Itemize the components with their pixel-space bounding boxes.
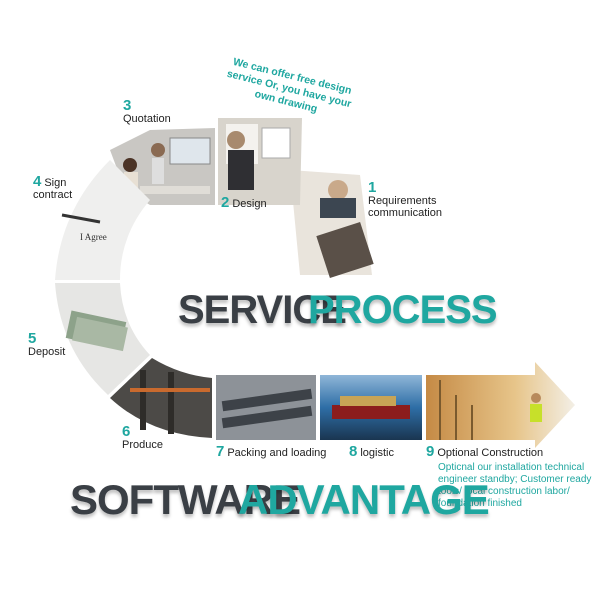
step-6-label: 6 Produce <box>122 423 163 451</box>
step-1-line2: communication <box>368 207 442 219</box>
step-7-text: Packing and loading <box>227 447 327 459</box>
step-4-line1: Sign <box>44 177 67 189</box>
software-title: SOFTWARE <box>70 476 301 523</box>
step-1-label: 1 Requirements communication <box>368 179 442 219</box>
step-6-text: Produce <box>122 439 163 451</box>
step-2-number: 2 <box>221 194 230 211</box>
construction-note: Opticnal our installation technical engi… <box>438 462 592 509</box>
agree-text: I Agree <box>80 232 107 242</box>
step-8-text: logistic <box>360 447 394 459</box>
service-title: SERVICE <box>178 288 347 332</box>
step-8-number: 8 <box>349 443 358 460</box>
step-3-label: 3 Quotation <box>123 97 171 125</box>
segment-produce-photo <box>110 358 212 438</box>
segment-contract-photo <box>55 160 150 280</box>
step-5-label: 5 Deposit <box>28 330 66 358</box>
step-1-number: 1 <box>368 179 377 196</box>
segment-construction-arrow <box>426 362 575 448</box>
step-5-text: Deposit <box>28 346 66 358</box>
step-5-number: 5 <box>28 330 37 347</box>
advantage-title: ADVANTAGE <box>238 476 490 523</box>
step-3-text: Quotation <box>123 113 171 125</box>
step-9-number: 9 <box>426 443 435 460</box>
step-1-line1: Requirements <box>368 195 437 207</box>
process-title: PROCESS <box>308 288 498 332</box>
step-7-number: 7 <box>216 443 225 460</box>
step-4-line2: contract <box>33 189 73 201</box>
step-6-number: 6 <box>122 423 131 440</box>
step-9-text: Optional Construction <box>437 447 544 459</box>
step-3-number: 3 <box>123 97 132 114</box>
step-4-number: 4 <box>33 173 42 190</box>
step-2-text: Design <box>232 198 267 210</box>
